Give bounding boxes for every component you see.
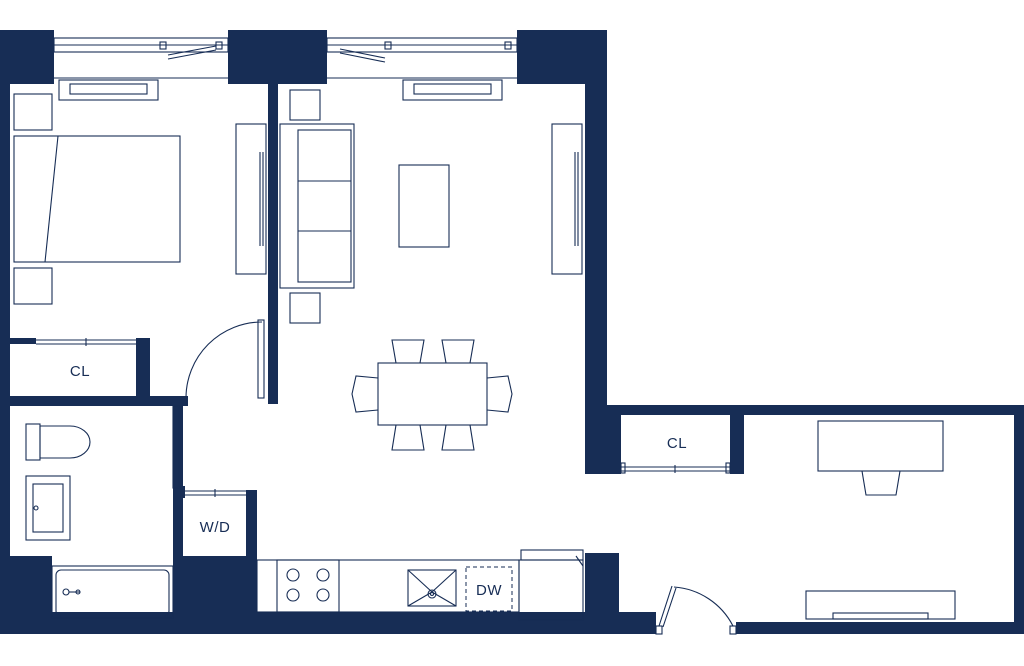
coffee-table <box>398 164 450 248</box>
closet-label: CL <box>70 363 90 380</box>
vanity-sink <box>25 475 71 541</box>
kitchen: DW <box>256 549 584 621</box>
cooktop <box>276 559 340 613</box>
bedroom-door <box>185 319 265 399</box>
washer-dryer-closet: W/D <box>185 489 246 536</box>
kitchen-sink <box>407 569 457 607</box>
heater-unit <box>402 79 503 101</box>
bathroom-pocket-door <box>172 405 180 489</box>
wd-label: W/D <box>200 519 231 536</box>
living-room <box>279 79 583 451</box>
nightstand <box>13 93 53 131</box>
side-table <box>289 89 321 121</box>
dishwasher: DW <box>465 566 513 612</box>
bedroom-closet: CL <box>36 338 136 380</box>
bathtub <box>51 565 174 619</box>
closet-label: CL <box>667 435 687 452</box>
dresser <box>235 123 267 275</box>
walls <box>0 30 1024 634</box>
bathroom <box>25 405 180 619</box>
refrigerator <box>518 549 584 621</box>
heater-unit <box>805 590 956 620</box>
dining-table <box>377 362 488 426</box>
desk <box>817 420 944 472</box>
sofa <box>279 123 355 289</box>
dishwasher-label: DW <box>476 582 502 599</box>
bedroom <box>13 79 267 305</box>
side-table <box>289 292 321 324</box>
window-bedroom <box>53 37 229 79</box>
entry-door <box>655 585 737 635</box>
den-closet: CL <box>620 435 731 474</box>
toilet <box>25 423 91 461</box>
nightstand <box>13 267 53 305</box>
bed <box>13 135 181 263</box>
heater-unit <box>58 79 159 101</box>
den <box>805 420 956 620</box>
media-console <box>551 123 583 275</box>
desk-chair <box>861 470 901 496</box>
window-living <box>326 37 518 79</box>
